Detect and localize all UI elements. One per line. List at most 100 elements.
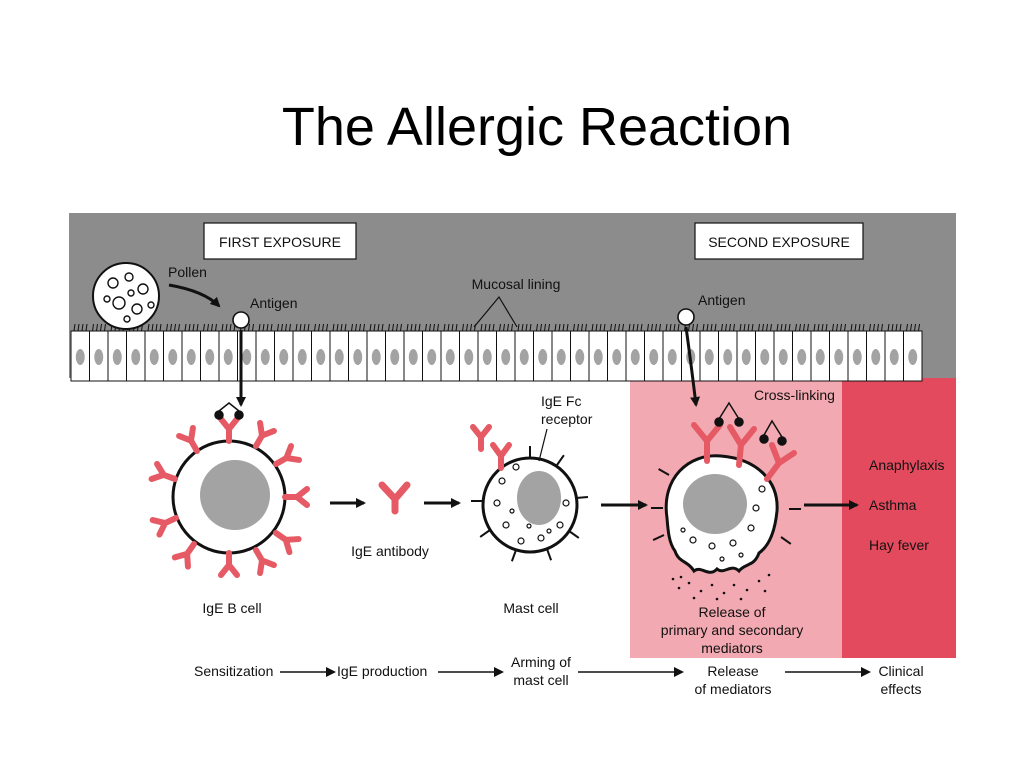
epithelial-nucleus	[242, 349, 252, 365]
epithelial-nucleus	[889, 349, 899, 365]
cilia	[258, 323, 273, 332]
epithelial-nucleus	[871, 349, 881, 365]
epithelial-nucleus	[649, 349, 659, 365]
cilia	[554, 323, 569, 332]
cilia	[443, 323, 458, 332]
allergic-reaction-diagram: FIRST EXPOSURE SECOND EXPOSURE Pollen An…	[69, 213, 956, 708]
epithelial-nucleus	[464, 349, 474, 365]
epithelial-nucleus	[704, 349, 714, 365]
cilia	[203, 323, 217, 332]
ige-fc-pointer	[538, 428, 548, 462]
ige-b-cell	[152, 419, 307, 575]
cilia	[314, 323, 328, 332]
epithelial-nucleus	[519, 349, 529, 365]
epithelial-nucleus	[75, 349, 85, 365]
epithelial-nucleus	[575, 349, 585, 365]
epithelial-nucleus	[112, 349, 122, 365]
cilia	[702, 323, 717, 332]
slide-title: The Allergic Reaction	[281, 97, 793, 157]
epithelial-nucleus	[334, 349, 344, 365]
cilia	[462, 323, 476, 332]
cilia	[92, 323, 106, 332]
cilia	[906, 323, 920, 332]
epithelial-nucleus	[760, 349, 770, 365]
cilia	[351, 323, 365, 332]
ige-fc-receptor-label-2: receptor	[541, 411, 593, 427]
cilia	[517, 323, 532, 332]
cilia	[665, 323, 680, 332]
cilia	[332, 323, 347, 332]
step-release-1: Release	[707, 663, 759, 679]
clinical-effect-3: Hay fever	[869, 537, 929, 553]
cilia	[776, 323, 791, 332]
cilia	[795, 323, 809, 332]
cilia	[721, 323, 735, 332]
cross-linking-label: Cross-linking	[754, 387, 835, 403]
epithelial-nucleus	[186, 349, 196, 365]
cilia	[499, 323, 513, 332]
antigen-right-label: Antigen	[698, 292, 745, 308]
epithelial-nucleus	[408, 349, 418, 365]
release-label-3: mediators	[701, 640, 762, 656]
epithelial-nucleus	[445, 349, 455, 365]
step-ige-production: IgE production	[337, 663, 427, 679]
cilia	[832, 323, 846, 332]
epithelial-nucleus	[131, 349, 141, 365]
antigen-right-icon	[677, 308, 695, 326]
mucosal-epithelium	[70, 323, 923, 382]
epithelial-nucleus	[316, 349, 326, 365]
ige-b-cell-label: IgE B cell	[202, 600, 261, 616]
antigen-left-icon	[232, 311, 250, 329]
cilia	[536, 323, 550, 332]
epithelial-nucleus	[630, 349, 640, 365]
epithelial-nucleus	[667, 349, 677, 365]
antigen-left-label: Antigen	[250, 295, 297, 311]
ige-antibody-label: IgE antibody	[351, 543, 429, 559]
epithelial-nucleus	[908, 349, 918, 365]
mast-cell	[470, 424, 589, 563]
cilia	[610, 323, 624, 332]
step-clinical-2: effects	[881, 681, 922, 697]
pollen-label: Pollen	[168, 264, 207, 280]
degranulating-mast-cell	[650, 422, 802, 601]
epithelial-nucleus	[297, 349, 307, 365]
step-clinical-1: Clinical	[878, 663, 923, 679]
cilia	[73, 323, 88, 332]
release-label-1: Release of	[699, 604, 766, 620]
cilia	[147, 323, 162, 332]
cilia	[184, 323, 199, 332]
epithelial-nucleus	[834, 349, 844, 365]
cilia	[739, 323, 754, 332]
epithelial-nucleus	[741, 349, 751, 365]
cilia	[850, 323, 865, 332]
cilia	[295, 323, 310, 332]
first-exposure-box	[203, 222, 357, 260]
cilia	[425, 323, 439, 332]
epithelial-nucleus	[593, 349, 603, 365]
epithelial-nucleus	[815, 349, 825, 365]
epithelial-nucleus	[482, 349, 492, 365]
epithelial-nucleus	[223, 349, 233, 365]
process-flow: Sensitization IgE production Arming of m…	[194, 654, 924, 697]
epithelial-nucleus	[390, 349, 400, 365]
clinical-effect-1: Anaphylaxis	[869, 457, 945, 473]
cilia	[813, 323, 828, 332]
epithelial-nucleus	[260, 349, 270, 365]
epithelial-nucleus	[149, 349, 159, 365]
clinical-effects-panel	[842, 378, 956, 658]
epithelial-nucleus	[279, 349, 289, 365]
epithelial-nucleus	[612, 349, 622, 365]
cilia	[277, 323, 291, 332]
release-label-2: primary and secondary	[661, 622, 803, 638]
cilia	[388, 323, 402, 332]
epithelial-nucleus	[168, 349, 178, 365]
pollen-grain	[92, 262, 160, 330]
cilia	[369, 323, 384, 332]
cilia	[406, 323, 421, 332]
epithelial-nucleus	[371, 349, 381, 365]
first-exposure-label: FIRST EXPOSURE	[219, 234, 341, 250]
epithelial-nucleus	[427, 349, 437, 365]
ige-fc-receptor-label-1: IgE Fc	[541, 393, 581, 409]
epithelial-nucleus	[556, 349, 566, 365]
cilia	[647, 323, 661, 332]
